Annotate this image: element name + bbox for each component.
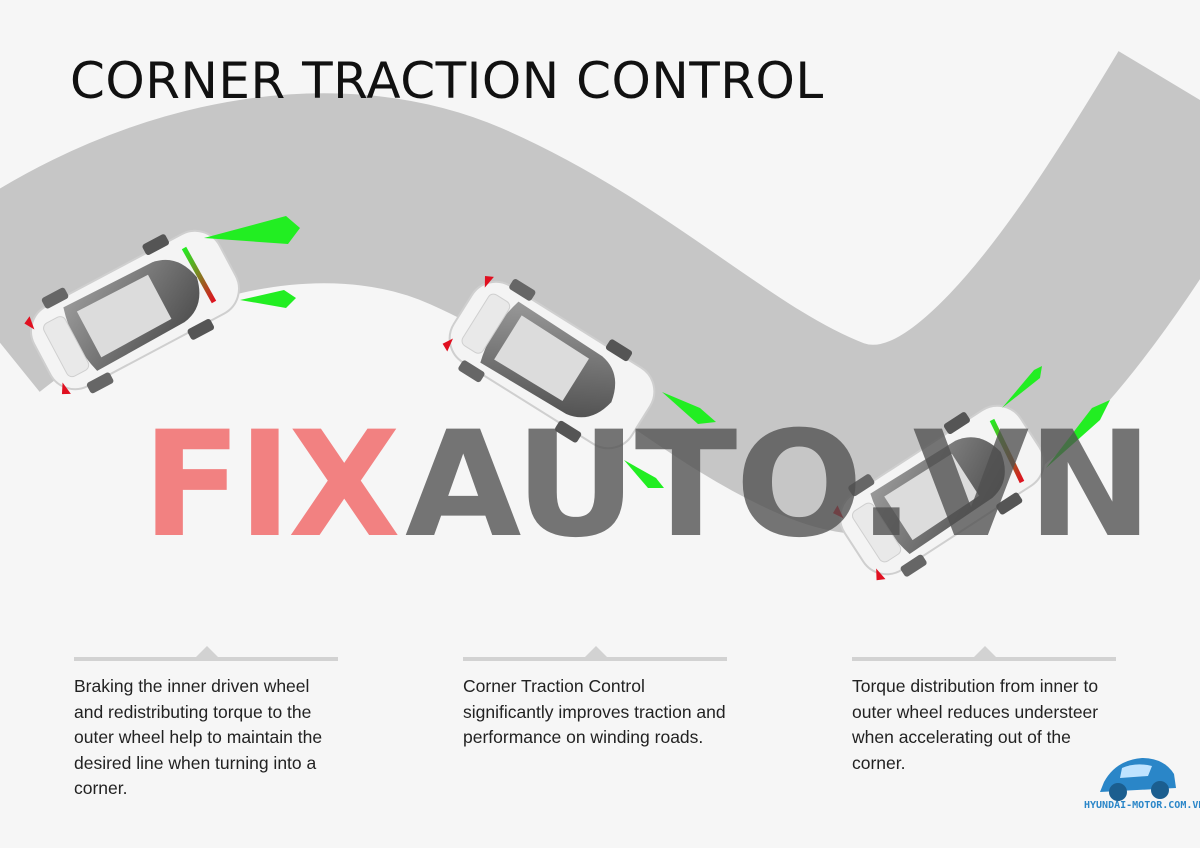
caption-divider: [74, 657, 338, 661]
page-title: CORNER TRACTION CONTROL: [70, 52, 824, 110]
logo-text: HYUNDAI-MOTOR.COM.VN: [1084, 800, 1200, 811]
caption-text: Corner Traction Control significantly im…: [463, 674, 727, 751]
caption-3: Torque distribution from inner to outer …: [852, 645, 1116, 776]
caption-text: Torque distribution from inner to outer …: [852, 674, 1116, 776]
watermark-auto: AUTO.VN: [405, 412, 1151, 558]
watermark-fix: FIX: [142, 412, 397, 558]
caption-1: Braking the inner driven wheel and redis…: [74, 645, 338, 802]
caption-text: Braking the inner driven wheel and redis…: [74, 674, 338, 802]
caption-divider: [463, 657, 727, 661]
caption-2: Corner Traction Control significantly im…: [463, 645, 727, 751]
caption-divider: [852, 657, 1116, 661]
